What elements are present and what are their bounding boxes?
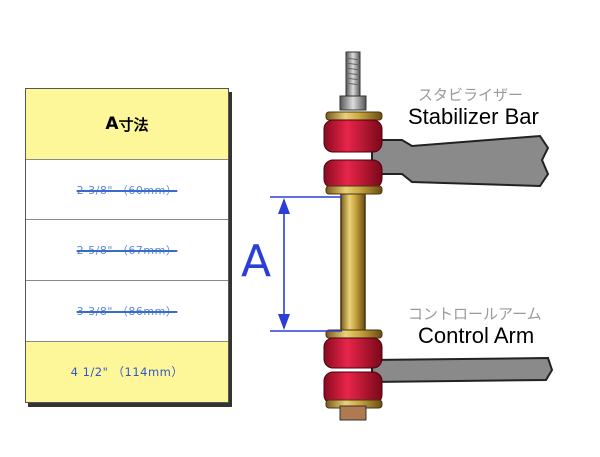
size-value: 2 3/8" （60mm） bbox=[76, 183, 178, 197]
washer bbox=[325, 111, 383, 121]
lower-bushing bbox=[323, 337, 383, 369]
center-sleeve bbox=[340, 187, 366, 337]
size-value: 3 3/8" （86mm） bbox=[76, 305, 178, 318]
upper-bushing bbox=[323, 159, 383, 189]
stabilizer-label-jp: スタビライザー bbox=[418, 86, 524, 104]
stabilizer-bar bbox=[371, 134, 550, 188]
lower-bushing bbox=[323, 371, 383, 405]
control-arm-label-en: Control Arm bbox=[418, 323, 535, 348]
table-row: 2 5/8" （67mm） bbox=[26, 220, 228, 281]
table-row: 3 3/8" （86mm） bbox=[26, 281, 228, 342]
header-a: A bbox=[105, 114, 119, 134]
table-row: 4 1/2" （114mm） bbox=[26, 342, 228, 402]
top-nut bbox=[339, 95, 367, 111]
arrow-head-down bbox=[278, 314, 290, 330]
bottom-nut bbox=[339, 405, 367, 421]
size-value: 4 1/2" （114mm） bbox=[70, 365, 184, 379]
arrow-head-up bbox=[278, 198, 290, 214]
control-arm bbox=[371, 356, 554, 384]
size-value: 2 5/8" （67mm） bbox=[76, 244, 178, 257]
table-row: 2 3/8" （60mm） bbox=[26, 160, 228, 220]
header-label: 寸法 bbox=[118, 115, 149, 134]
upper-bushing bbox=[323, 119, 383, 153]
stabilizer-label-en: Stabilizer Bar bbox=[408, 104, 539, 129]
control-arm-label-jp: コントロールアーム bbox=[408, 305, 542, 323]
dimension-arrow-icon bbox=[270, 196, 342, 332]
washer bbox=[325, 185, 383, 195]
dimension-label: A bbox=[241, 236, 272, 287]
